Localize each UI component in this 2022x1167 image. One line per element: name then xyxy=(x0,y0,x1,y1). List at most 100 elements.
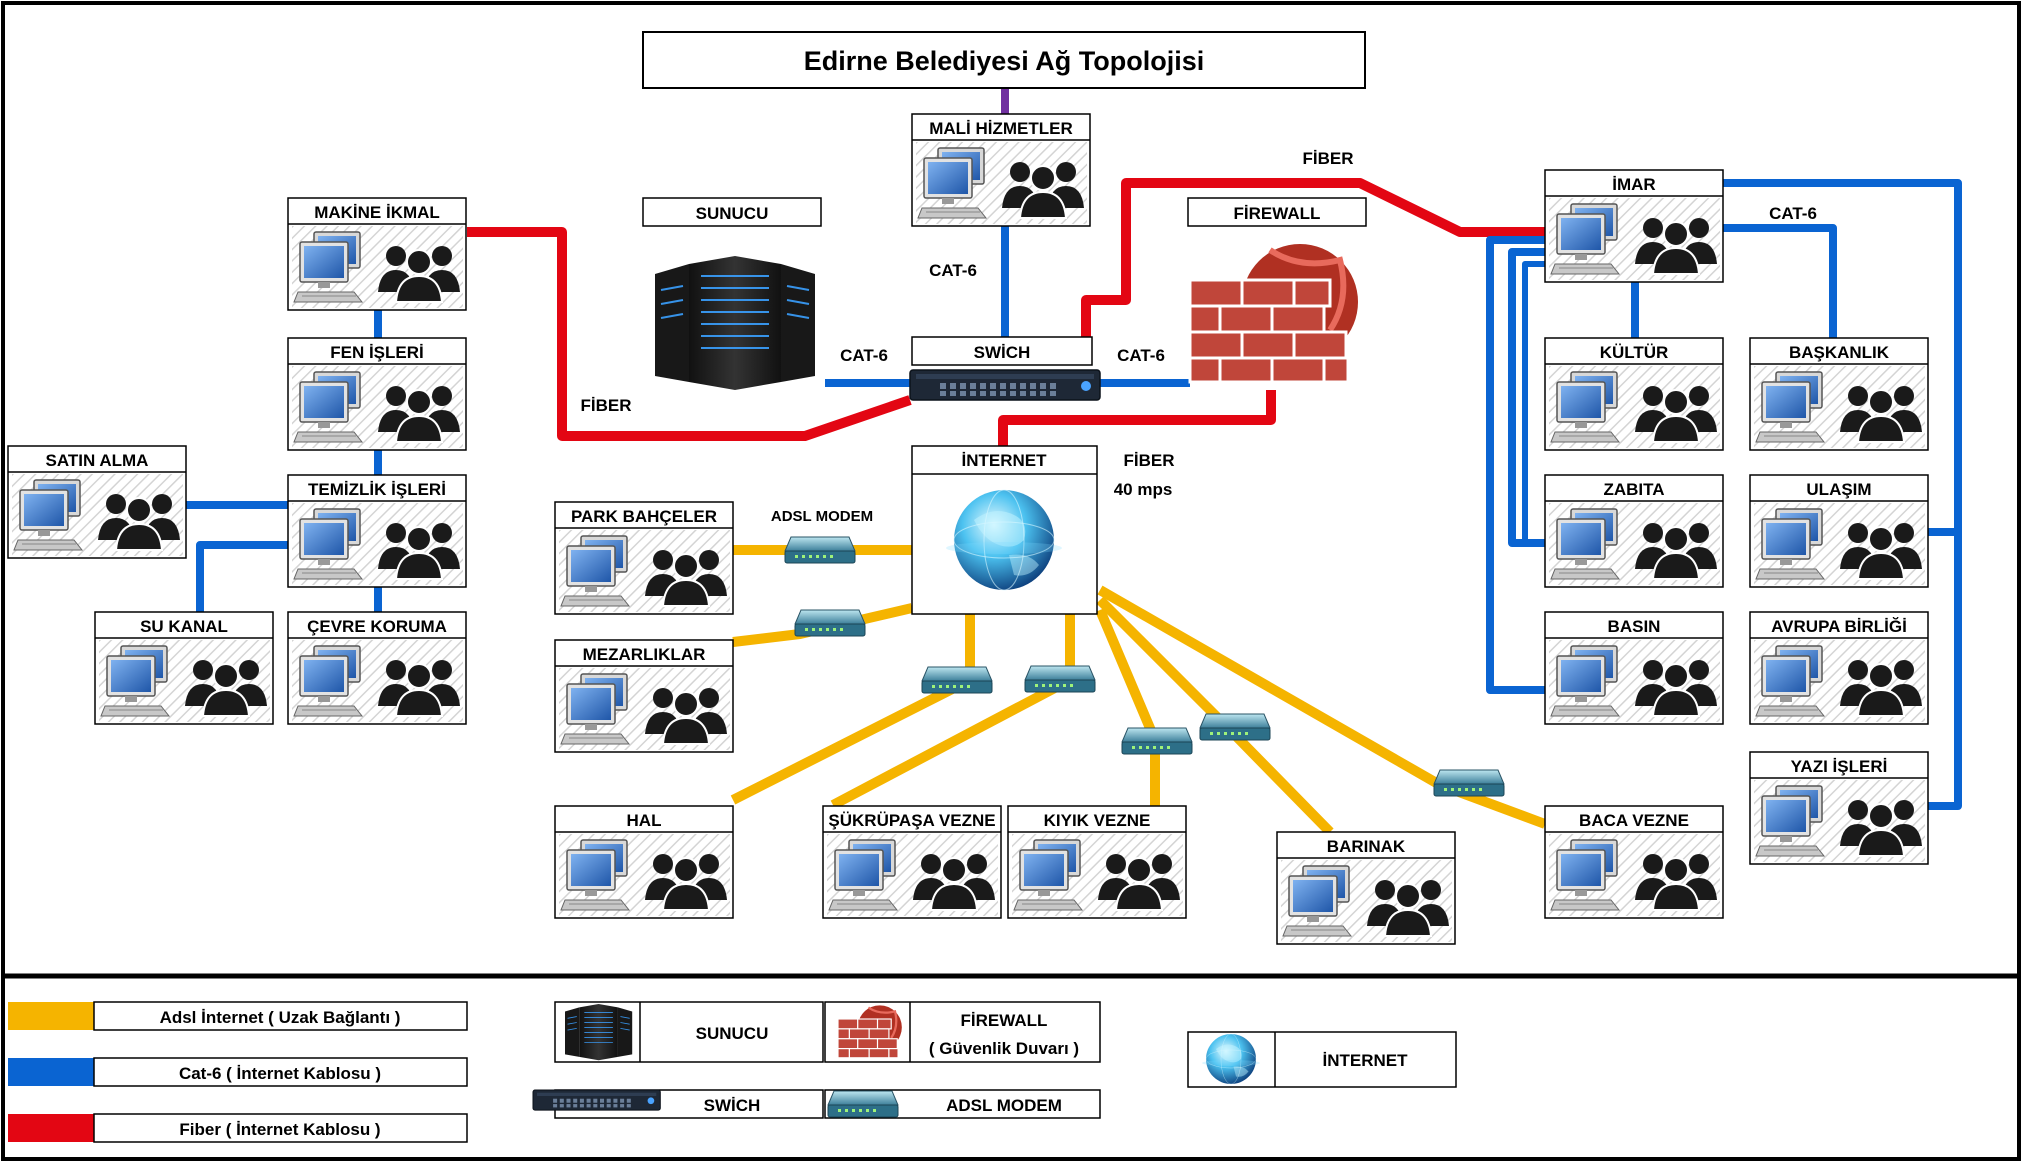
department-barinak: BARINAK xyxy=(1276,831,1456,945)
department-makine-ikmal: MAKİNE İKMAL xyxy=(287,197,467,311)
department-zabita: ZABITA xyxy=(1544,474,1724,588)
department-label: SU KANAL xyxy=(140,617,228,636)
department-label: HAL xyxy=(627,811,662,830)
department-label: TEMİZLİK İŞLERİ xyxy=(308,480,446,499)
department-mali-hizmetler: MALİ HİZMETLER xyxy=(911,113,1091,227)
department-label: BAŞKANLIK xyxy=(1789,343,1890,362)
department-yazi-isleri: YAZI İŞLERİ xyxy=(1749,751,1929,865)
department-su-kanal: SU KANAL xyxy=(94,611,274,725)
adsl-link-kiyik xyxy=(1095,608,1160,806)
page-title: Edirne Belediyesi Ağ Topolojisi xyxy=(804,46,1205,76)
department-label: BACA VEZNE xyxy=(1579,811,1689,830)
cat6-label: CAT-6 xyxy=(929,261,977,280)
workstation-users-icon xyxy=(558,833,731,917)
legend-internet-label: İNTERNET xyxy=(1323,1051,1409,1070)
department-ulasim: ULAŞIM xyxy=(1749,474,1929,588)
workstation-users-icon xyxy=(1011,833,1184,917)
cat6-label: CAT-6 xyxy=(1769,204,1817,223)
workstation-users-icon xyxy=(1753,779,1926,863)
department-label: KÜLTÜR xyxy=(1600,343,1669,362)
workstation-users-icon xyxy=(1548,197,1721,281)
workstation-users-icon xyxy=(291,502,464,586)
cat6-label: CAT-6 xyxy=(1117,346,1165,365)
modem-icon xyxy=(784,536,856,564)
legend-swatch-fiber xyxy=(8,1114,94,1142)
workstation-users-icon xyxy=(558,667,731,751)
fiber-label: FİBER xyxy=(1124,451,1175,470)
fiber-link-switch-imar xyxy=(1081,178,1545,340)
workstation-users-icon xyxy=(291,639,464,723)
legend-firewall-subtitle: ( Güvenlik Duvarı ) xyxy=(929,1039,1079,1058)
department-basin: BASIN xyxy=(1544,611,1724,725)
legend-cat6-label: Cat-6 ( İnternet Kablosu ) xyxy=(179,1064,381,1083)
modem-icon xyxy=(1024,665,1096,693)
legend-switch-label: SWİCH xyxy=(704,1096,761,1115)
cat6-link-imar-basin xyxy=(1486,236,1545,694)
adsl-modem-label: ADSL MODEM xyxy=(771,508,873,525)
switch-label-box xyxy=(911,336,1093,366)
department-label: MAKİNE İKMAL xyxy=(314,203,440,222)
server-icon xyxy=(654,255,816,391)
departments: MALİ HİZMETLER MAKİNE İKMAL FEN İŞLERİ SATI… xyxy=(7,113,1929,945)
workstation-users-icon xyxy=(915,141,1088,225)
department-label: BASIN xyxy=(1608,617,1661,636)
workstation-users-icon xyxy=(291,365,464,449)
modem-icon xyxy=(1433,769,1505,797)
department-mezarliklar: MEZARLIKLAR xyxy=(554,639,734,753)
department-temizlik-isleri: TEMİZLİK İŞLERİ xyxy=(287,474,467,588)
switch-icon xyxy=(909,369,1101,401)
modem-icon xyxy=(794,609,866,637)
department-label: AVRUPA BİRLİĞİ xyxy=(1771,617,1907,636)
department-baca-vezne: BACA VEZNE xyxy=(1544,805,1724,919)
cat6-link-imar-zabita xyxy=(1508,248,1545,547)
server-icon xyxy=(564,1003,633,1061)
department-label: ZABITA xyxy=(1603,480,1664,499)
workstation-users-icon xyxy=(98,639,271,723)
switch-icon xyxy=(532,1089,661,1111)
department-park-bahceler: PARK BAHÇELER xyxy=(554,501,734,615)
fiber-link-firewall-internet xyxy=(998,390,1276,446)
department-label: PARK BAHÇELER xyxy=(571,507,717,526)
department-label: KIYIK VEZNE xyxy=(1044,811,1151,830)
department-baskanlik: BAŞKANLIK xyxy=(1749,337,1929,451)
switch-label: SWİCH xyxy=(974,343,1031,362)
cat6-link-imar-yazi xyxy=(1723,179,1962,810)
cat6-link-imar-baskanlik xyxy=(1723,224,1837,338)
cat6-link-imar-zabita-2 xyxy=(1522,261,1545,543)
legend-swatch-adsl xyxy=(8,1002,94,1030)
legend-fiber-label: Fiber ( İnternet Kablosu ) xyxy=(179,1120,380,1139)
department-label: ULAŞIM xyxy=(1806,480,1871,499)
department-sukrupasa-vezne: ŞÜKRÜPAŞA VEZNE xyxy=(822,805,1002,919)
department-label: ŞÜKRÜPAŞA VEZNE xyxy=(828,811,995,830)
department-label: YAZI İŞLERİ xyxy=(1791,757,1888,776)
department-label: İMAR xyxy=(1612,175,1655,194)
legend-firewall-title: FİREWALL xyxy=(961,1011,1048,1030)
internet-label: İNTERNET xyxy=(962,451,1048,470)
department-label: SATIN ALMA xyxy=(46,451,149,470)
department-kultur: KÜLTÜR xyxy=(1544,337,1724,451)
workstation-users-icon xyxy=(291,225,464,309)
firewall-icon xyxy=(1190,244,1358,382)
fiber-label: FİBER xyxy=(581,396,632,415)
workstation-users-icon xyxy=(1548,833,1721,917)
department-avrupa-birligi: AVRUPA BİRLİĞİ xyxy=(1749,611,1929,725)
modem-icon xyxy=(921,666,993,694)
workstation-users-icon xyxy=(1753,639,1926,723)
workstation-users-icon xyxy=(1548,365,1721,449)
modem-icon xyxy=(827,1090,899,1118)
department-fen-isleri: FEN İŞLERİ xyxy=(287,337,467,451)
department-imar: İMAR xyxy=(1544,169,1724,283)
workstation-users-icon xyxy=(1753,365,1926,449)
modem-icon xyxy=(1121,727,1193,755)
department-cevre-koruma: ÇEVRE KORUMA xyxy=(287,611,467,725)
firewall-label-box xyxy=(1187,197,1367,227)
workstation-users-icon xyxy=(826,833,999,917)
department-kiyik-vezne: KIYIK VEZNE xyxy=(1007,805,1187,919)
sunucu-label: SUNUCU xyxy=(696,204,769,223)
sunucu-label-box xyxy=(642,197,822,227)
fiber-speed-label: 40 mps xyxy=(1114,480,1173,499)
legend-adsl-label: Adsl İnternet ( Uzak Bağlantı ) xyxy=(160,1008,401,1027)
workstation-users-icon xyxy=(558,529,731,613)
